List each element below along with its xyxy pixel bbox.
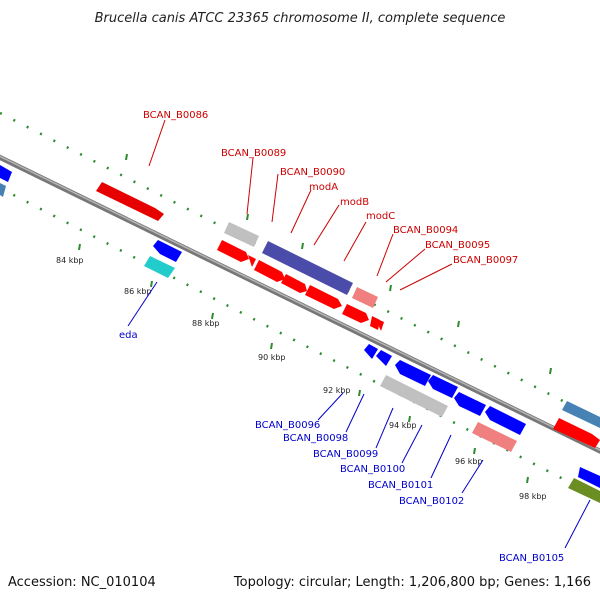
label-modB[interactable]: modB — [340, 197, 369, 208]
tick-label-94kbp: 94 kbp — [389, 421, 417, 430]
chromosome-backbone — [0, 154, 600, 454]
gene-pink[interactable] — [352, 287, 378, 308]
accession-text: Accession: NC_010104 — [8, 575, 156, 590]
tick-label-92kbp: 92 kbp — [323, 386, 351, 395]
gene-bcan-b0095[interactable] — [342, 304, 369, 323]
gene-modB[interactable] — [254, 260, 285, 282]
tick-label-84kbp: 84 kbp — [56, 256, 84, 265]
gene-red-tiny[interactable] — [375, 318, 384, 331]
label-bcan-b0100[interactable]: BCAN_B0100 — [340, 464, 405, 475]
gene-bcan-b0096[interactable] — [364, 344, 378, 359]
gene-bcan-b0098[interactable] — [376, 350, 392, 366]
gene-right-blue-lower[interactable] — [578, 467, 600, 488]
label-modC[interactable]: modC — [366, 211, 395, 222]
label-bcan-b0089[interactable]: BCAN_B0089 — [221, 148, 286, 159]
label-bcan-b0097[interactable]: BCAN_B0097 — [453, 255, 518, 266]
tick-label-96kbp: 96 kbp — [455, 457, 483, 466]
gene-left-edge-blue[interactable] — [0, 165, 12, 182]
gene-bcan-b0089[interactable] — [224, 222, 259, 247]
topology-text: Topology: circular; Length: 1,206,800 bp… — [233, 575, 591, 590]
gene-bcan-b0100[interactable] — [380, 375, 448, 417]
gene-bcan-b0090[interactable] — [217, 240, 249, 262]
gene-modC[interactable] — [281, 274, 307, 293]
gene-red-2[interactable] — [248, 255, 256, 267]
label-eda[interactable]: eda — [119, 330, 138, 341]
gene-blue-small[interactable] — [153, 240, 182, 262]
label-modA[interactable]: modA — [309, 182, 338, 193]
tick-label-86kbp: 86 kbp — [124, 287, 152, 296]
gene-bcan-b0099[interactable] — [395, 360, 431, 386]
gene-bcan-b0094[interactable] — [305, 285, 342, 309]
gene-eda[interactable] — [144, 256, 175, 278]
gene-bcan-b0086[interactable] — [96, 182, 164, 221]
gene-right-steel[interactable] — [562, 401, 600, 428]
tick-label-90kbp: 90 kbp — [258, 353, 286, 362]
tick-label-88kbp: 88 kbp — [192, 319, 220, 328]
gene-bcan-b0101[interactable] — [428, 375, 458, 398]
label-bcan-b0101[interactable]: BCAN_B0101 — [368, 480, 433, 491]
label-bcan-b0096[interactable]: BCAN_B0096 — [255, 420, 320, 431]
gene-bcan-b0105[interactable] — [568, 478, 600, 503]
label-bcan-b0098[interactable]: BCAN_B0098 — [283, 433, 348, 444]
gene-blue-mid[interactable] — [454, 392, 486, 416]
gene-right-red[interactable] — [553, 418, 600, 448]
label-bcan-b0102[interactable]: BCAN_B0102 — [399, 496, 464, 507]
gene-bcan-b0102[interactable] — [485, 406, 526, 435]
label-bcan-b0105[interactable]: BCAN_B0105 — [499, 553, 564, 564]
label-bcan-b0095[interactable]: BCAN_B0095 — [425, 240, 490, 251]
map-title: Brucella canis ATCC 23365 chromosome II,… — [95, 11, 506, 26]
label-bcan-b0094[interactable]: BCAN_B0094 — [393, 225, 458, 236]
gene-modA[interactable] — [262, 241, 353, 295]
label-bcan-b0086[interactable]: BCAN_B0086 — [143, 110, 208, 121]
outer-tick-marks — [125, 153, 552, 375]
label-bcan-b0099[interactable]: BCAN_B0099 — [313, 449, 378, 460]
tick-label-98kbp: 98 kbp — [519, 492, 547, 501]
label-bcan-b0090[interactable]: BCAN_B0090 — [280, 167, 345, 178]
gene-left-edge-steel[interactable] — [0, 183, 6, 197]
major-tick-marks — [78, 243, 529, 484]
gene-pink-lower[interactable] — [472, 422, 517, 452]
